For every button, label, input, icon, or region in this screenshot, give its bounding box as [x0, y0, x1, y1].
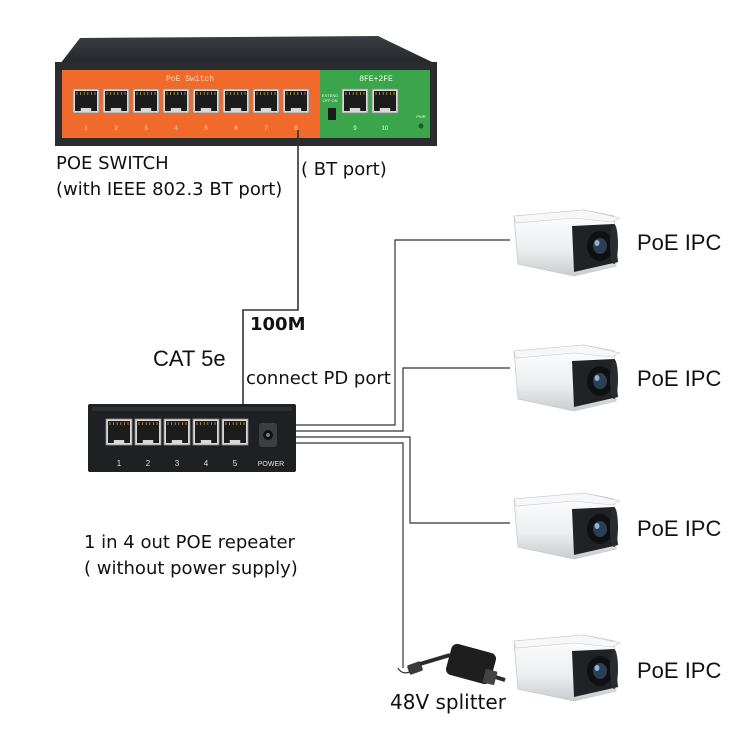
splitter-device	[397, 643, 506, 686]
bullet-camera-2	[513, 344, 621, 412]
poe-repeater	[88, 404, 296, 472]
switch-port-7	[252, 88, 280, 114]
repeater-port-3	[163, 418, 191, 446]
off-on-label: OFF ON	[322, 98, 337, 103]
camera-1-line	[295, 239, 510, 426]
switch-port-1	[72, 88, 100, 114]
switch-port-3	[132, 88, 160, 114]
poe-switch	[55, 36, 437, 146]
power-label: POWER	[258, 461, 284, 468]
repeater-port-5	[221, 418, 249, 446]
repeater-port-number: 1	[117, 459, 122, 468]
switch-port-numbers: 1 2 3 4 5 6 7 8	[84, 126, 298, 132]
camera-3-line	[295, 436, 510, 524]
repeater-port-number: 3	[175, 459, 180, 468]
repeater-port-2	[134, 418, 162, 446]
uplink-port-9	[341, 88, 369, 114]
cable-speed-label: 100M	[250, 314, 306, 335]
bullet-camera-1	[513, 209, 621, 277]
uplink-panel-title: 8FE+2FE	[359, 75, 393, 84]
switch-port-number: 4	[174, 126, 178, 132]
repeater-ports	[105, 418, 249, 446]
connection-lines	[242, 130, 510, 668]
switch-port-8	[282, 88, 310, 114]
switch-port-number: 2	[114, 126, 118, 132]
repeater-port-number: 4	[204, 459, 209, 468]
repeater-port-number: 2	[146, 459, 151, 468]
cable-type-label: CAT 5e	[153, 346, 226, 371]
switch-port-number: 5	[204, 126, 208, 132]
repeater-caption-line1: 1 in 4 out POE repeater	[84, 532, 295, 553]
poe-switch-ports	[72, 88, 310, 114]
camera-4-line	[295, 442, 404, 668]
switch-port-6	[222, 88, 250, 114]
camera-2-line	[295, 367, 510, 432]
switch-port-number: 3	[144, 126, 148, 132]
bt-cable-line	[242, 130, 299, 420]
switch-port-number: 8	[294, 126, 298, 132]
switch-port-number: 7	[264, 126, 268, 132]
extend-dip-switch	[328, 108, 336, 120]
camera-3-label: PoE IPC	[637, 516, 722, 541]
uplink-port-number: 9	[353, 126, 357, 132]
camera-1-label: PoE IPC	[637, 230, 722, 255]
repeater-caption-line2: ( without power supply)	[84, 558, 298, 579]
switch-port-5	[192, 88, 220, 114]
uplink-ports	[341, 88, 399, 114]
switch-panel-title: PoE Switch	[166, 75, 214, 84]
cameras	[513, 209, 621, 702]
switch-port-2	[102, 88, 130, 114]
uplink-port-10	[371, 88, 399, 114]
switch-port-4	[162, 88, 190, 114]
bt-port-label: ( BT port)	[301, 159, 387, 180]
pd-port-label: connect PD port	[246, 368, 391, 389]
repeater-port-number: 5	[233, 459, 238, 468]
repeater-port-1	[105, 418, 133, 446]
uplink-port-numbers: 9 10	[353, 126, 389, 132]
repeater-port-4	[192, 418, 220, 446]
bullet-camera-3	[513, 492, 621, 560]
camera-2-label: PoE IPC	[637, 366, 722, 391]
uplink-port-number: 10	[382, 126, 389, 132]
switch-caption-line2: (with IEEE 802.3 BT port)	[56, 179, 283, 200]
switch-caption-line1: POE SWITCH	[56, 153, 169, 174]
splitter-label: 48V splitter	[390, 690, 506, 714]
repeater-port-numbers: 1 2 3 4 5	[117, 459, 238, 468]
pwr-label: PWR	[416, 114, 425, 119]
camera-4-label: PoE IPC	[637, 658, 722, 683]
bullet-camera-4	[513, 634, 621, 702]
switch-port-number: 1	[84, 126, 88, 132]
switch-port-number: 6	[234, 126, 238, 132]
extend-label: EXTEND	[322, 93, 338, 98]
